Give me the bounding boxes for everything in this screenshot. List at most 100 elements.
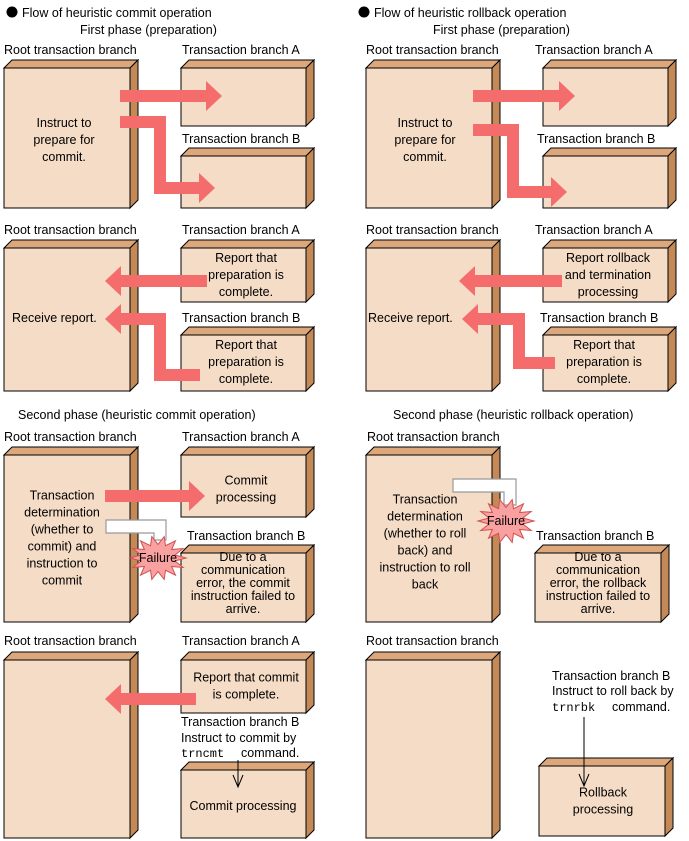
rollback-p1s2-root-box-top <box>364 239 502 249</box>
rollback-p2s2-b-box <box>537 756 675 838</box>
rollback-p1s2-root-label: Root transaction branch <box>366 223 499 237</box>
commit-p2s2-b-command: trncmt <box>181 747 224 761</box>
commit-p2s1-root-box-top <box>2 446 140 456</box>
commit-p2s2-a-box-side <box>305 650 315 715</box>
commit-p1s1-b-box-side <box>305 146 315 210</box>
rollback-p1s1-arrow-b <box>473 124 567 207</box>
rollback-p1s2-a-text-line: processing <box>578 285 638 299</box>
commit-p1s2-a-box-side <box>305 238 315 304</box>
rollback-p2s2-root-box-front <box>365 659 493 839</box>
commit-p1s1-root-text-line: prepare for <box>33 133 94 147</box>
commit-p1s1-root-box-top <box>2 59 140 69</box>
commit-p1s1-root-text-line: commit. <box>42 150 86 164</box>
commit-p2s1-root-text-line: (whether to <box>31 523 94 537</box>
commit-p2s1-arrow-a <box>105 481 205 511</box>
rollback-p1s1-b-box-side <box>667 146 677 210</box>
rollback-p1s2-a-box-top <box>541 239 678 249</box>
rollback-p1s2-a-box-front <box>542 247 669 303</box>
rollback-p1s2-b-text-line: preparation is <box>566 355 642 369</box>
commit-p2s2-a-label: Transaction branch A <box>182 634 300 648</box>
rollback-p2s2-b-text: Rollback processing <box>573 786 633 817</box>
rollback-p2s2-b-text-line: Rollback <box>579 786 628 800</box>
commit-p1s2-a-text-line: Report that <box>215 251 277 265</box>
rollback-failure-burst-label: Failure <box>487 514 525 528</box>
commit-p2s2-a-box-top <box>179 651 316 661</box>
commit-phase2-title: Second phase (heuristic commit operation… <box>18 408 256 422</box>
commit-p1s1-b-box-top <box>179 147 316 157</box>
commit-p2s1-root-text-line: commit) and <box>28 540 97 554</box>
commit-p1s2-a-label: Transaction branch A <box>182 223 300 237</box>
commit-failure-burst-shape <box>128 535 188 581</box>
commit-p1s2-arrow-b <box>105 304 200 381</box>
commit-p2s1-b-text-line: arrive. <box>226 602 261 616</box>
rollback-p2s2-b-box-side <box>664 756 674 838</box>
rollback-p2s1-b-text-line: Due to a <box>574 550 621 564</box>
rollback-p1s2-b-box-top <box>541 326 678 336</box>
commit-p2s1-a-box-top <box>179 446 316 456</box>
commit-p1s1-root-box-front <box>3 67 131 209</box>
commit-p2s2-b-text-line: Commit processing <box>190 799 297 813</box>
rollback-phase1-title: First phase (preparation) <box>433 23 570 37</box>
rollback-p2s1-b-text-line: communication <box>556 563 640 577</box>
commit-p1s2-b-box-top <box>179 326 316 336</box>
commit-p2s1-root-box-front <box>3 454 131 623</box>
rollback-p2s2-command-arrow <box>578 717 590 788</box>
rollback-p2s2-b-text-line: processing <box>573 803 633 817</box>
rollback-p2s1-root-text-line: (whether to roll <box>384 527 467 541</box>
commit-p2s1-b-label: Transaction branch B <box>187 529 305 543</box>
commit-p1s1-a-label: Transaction branch A <box>182 43 300 57</box>
commit-p1s2-root-label: Root transaction branch <box>4 223 137 237</box>
rollback-p1s1-a-label: Transaction branch A <box>535 43 653 57</box>
commit-p1s2-root-text: Receive report. <box>12 311 97 325</box>
commit-p1s1-root-label: Root transaction branch <box>4 43 137 57</box>
commit-p2s1-root-box <box>2 445 140 624</box>
rollback-p1s2-b-text: Report that preparation is complete. <box>566 338 642 386</box>
rollback-p1s2-b-label: Transaction branch B <box>540 311 658 325</box>
rollback-p2s2-b-instruction: Instruct to roll back by <box>552 684 674 698</box>
commit-p2s1-root-label: Root transaction branch <box>4 430 137 444</box>
commit-p2s2-b-command-suffix: command. <box>241 746 299 760</box>
commit-p2s2-root-box-top <box>2 651 140 661</box>
commit-p2s2-root-box-side <box>129 650 139 840</box>
commit-failure-burst: Failure <box>128 535 188 581</box>
commit-p1s2-root-box-top <box>2 239 140 249</box>
rollback-p1s2-b-text-line: Report that <box>573 338 635 352</box>
commit-p2s1-b-box <box>179 543 316 624</box>
commit-p2s2-a-text-line: is complete. <box>213 688 280 702</box>
commit-p2s1-root-text-line: Transaction <box>30 489 95 503</box>
rollback-p2s1-root-text-line: back <box>412 578 439 592</box>
commit-p2s1-b-box-front <box>180 552 307 623</box>
rollback-p1s1-root-text-line: commit. <box>403 150 447 164</box>
rollback-p1s2-b-text-line: complete. <box>577 372 631 386</box>
rollback-phase2-title: Second phase (heuristic rollback operati… <box>393 408 633 422</box>
rollback-p1s2-a-text-line: and termination <box>565 268 651 282</box>
commit-p2s2-command-arrow <box>232 760 244 789</box>
rollback-p2s2-b-label: Transaction branch B <box>552 669 670 683</box>
rollback-p1s1-root-text-line: Instruct to <box>398 116 453 130</box>
commit-p2s1-a-box <box>179 445 316 519</box>
commit-p2s1-b-box-side <box>305 543 315 624</box>
commit-p2s1-root-text-line: commit <box>42 574 83 588</box>
commit-p2s2-a-text-line: Report that commit <box>193 671 299 685</box>
commit-p1s2-b-text-line: Report that <box>215 338 277 352</box>
commit-p1s2-b-label: Transaction branch B <box>182 311 300 325</box>
rollback-p2s2-root-box-side <box>491 650 501 840</box>
commit-flow-heading: Flow of heuristic commit operation <box>22 6 212 20</box>
commit-p1s1-b-label: Transaction branch B <box>182 132 300 146</box>
commit-p2s2-b-box-front <box>180 769 307 839</box>
commit-p2s1-a-box-front <box>180 454 307 518</box>
commit-p1s2-b-box <box>179 325 316 393</box>
commit-p1s2-a-box-top <box>179 239 316 249</box>
rollback-p2s1-b-text-line: arrive. <box>581 602 616 616</box>
rollback-p1s1-a-box-side <box>667 58 677 128</box>
commit-failure-burst-label: Failure <box>139 551 177 565</box>
commit-p2s2-root-label: Root transaction branch <box>4 634 137 648</box>
commit-p2s2-b-box-side <box>305 760 315 840</box>
rollback-p2s1-b-box <box>533 543 671 624</box>
